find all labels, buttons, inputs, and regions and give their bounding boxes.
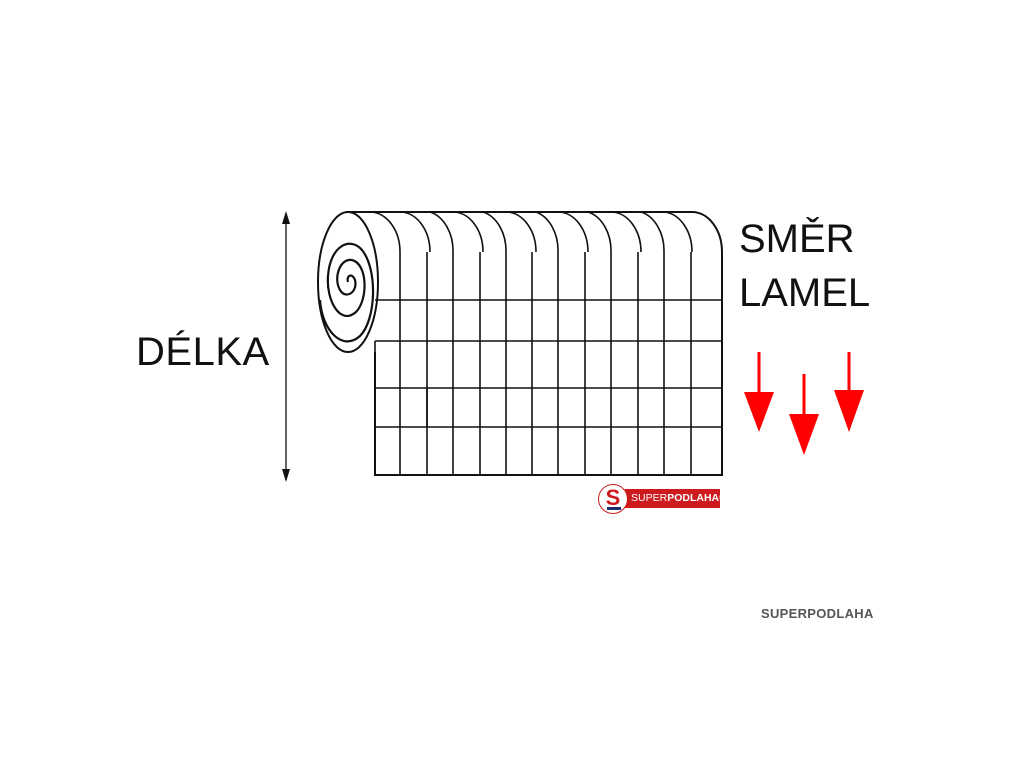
footer-brand: SUPERPODLAHA (761, 606, 874, 621)
logo-trademark: ® (719, 495, 720, 502)
plank-columns (399, 252, 692, 475)
flooring-roll (317, 211, 723, 476)
roll-outline (346, 211, 723, 476)
roll-spiral (318, 242, 375, 343)
down-arrow-icon (834, 352, 864, 432)
down-arrow-icon (744, 352, 774, 432)
logo-word-bold: PODLAHA (667, 492, 720, 504)
direction-label-line1: SMĚR (739, 217, 855, 261)
logo-mark: S (605, 485, 621, 510)
plank-direction-label: SMĚR LAMEL (739, 212, 870, 320)
direction-label-line2: LAMEL (739, 271, 871, 315)
down-arrow-icon (789, 374, 819, 455)
logo-icon (598, 484, 628, 514)
superpodlaha-logo: SUPERPODLAHA® S (598, 484, 722, 516)
length-dimension-arrow (282, 211, 290, 482)
plank-joints (374, 341, 428, 475)
logo-word-light: SUPER (631, 492, 668, 504)
length-label: DÉLKA (136, 330, 270, 374)
logo-underline (607, 507, 621, 510)
logo-wordmark: SUPERPODLAHA® (625, 489, 720, 508)
plank-curves (369, 211, 693, 300)
direction-arrows (744, 352, 864, 455)
